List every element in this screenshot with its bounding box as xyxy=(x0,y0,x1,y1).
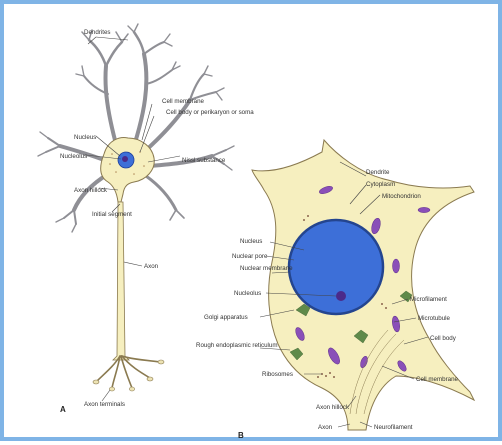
label-nucleus-a: Nucleus xyxy=(74,134,96,141)
label-nuclear-pore: Nuclear pore xyxy=(232,253,268,260)
label-cell-membrane-b: Cell membrane xyxy=(416,376,459,383)
axon-a xyxy=(113,202,129,360)
label-neurofilament: Neurofilament xyxy=(374,424,413,431)
label-axon-b: Axon xyxy=(318,424,333,431)
label-rough-er: Rough endoplasmic reticulum xyxy=(196,342,278,349)
label-mitochondrion: Mitochondrion xyxy=(382,193,421,200)
soma-a xyxy=(101,138,155,202)
label-cytoplasm: Cytoplasm xyxy=(366,181,395,188)
label-dendrites: Dendrites xyxy=(84,29,110,36)
panel-a: Dendrites Cell membrane Cell body or per… xyxy=(38,24,254,414)
label-initial-segment: Initial segment xyxy=(92,211,132,218)
panel-letter-a: A xyxy=(60,405,66,414)
label-axon-hillock-a: Axon hillock xyxy=(74,187,108,194)
label-cell-body-b: Cell body xyxy=(430,335,457,342)
dendrite-trees xyxy=(38,24,234,232)
label-golgi-apparatus: Golgi apparatus xyxy=(204,314,248,321)
label-dendrite-b: Dendrite xyxy=(366,169,390,176)
axon-terminal-branches xyxy=(96,356,160,388)
panel-letter-b: B xyxy=(238,431,244,440)
neuron-diagram: Dendrites Cell membrane Cell body or per… xyxy=(4,4,502,445)
label-axon-a: Axon xyxy=(144,263,159,270)
label-nucleus-b: Nucleus xyxy=(240,238,262,245)
nucleolus-b xyxy=(336,291,346,301)
panel-b: Dendrite Cytoplasm Mitochondrion Nucleus… xyxy=(196,140,474,440)
label-nucleolus-a: Nucleolus xyxy=(60,153,87,160)
label-nucleolus-b: Nucleolus xyxy=(234,290,261,297)
label-nissl-substance: Nissl substance xyxy=(182,157,226,164)
label-axon-hillock-b: Axon hillock xyxy=(316,404,350,411)
label-ribosomes: Ribosomes xyxy=(262,371,293,378)
label-microtubule: Microtubule xyxy=(418,315,451,322)
label-axon-terminals: Axon terminals xyxy=(84,401,125,408)
leader-lines-a xyxy=(86,37,180,401)
label-cell-membrane-a: Cell membrane xyxy=(162,98,205,105)
label-cell-body-a: Cell body or perikaryon or soma xyxy=(166,109,254,116)
label-microfilament: Microfilament xyxy=(410,296,447,303)
label-nuclear-membrane: Nuclear membrane xyxy=(240,265,293,272)
nucleus-b xyxy=(289,220,383,314)
nucleolus-a xyxy=(122,156,128,162)
